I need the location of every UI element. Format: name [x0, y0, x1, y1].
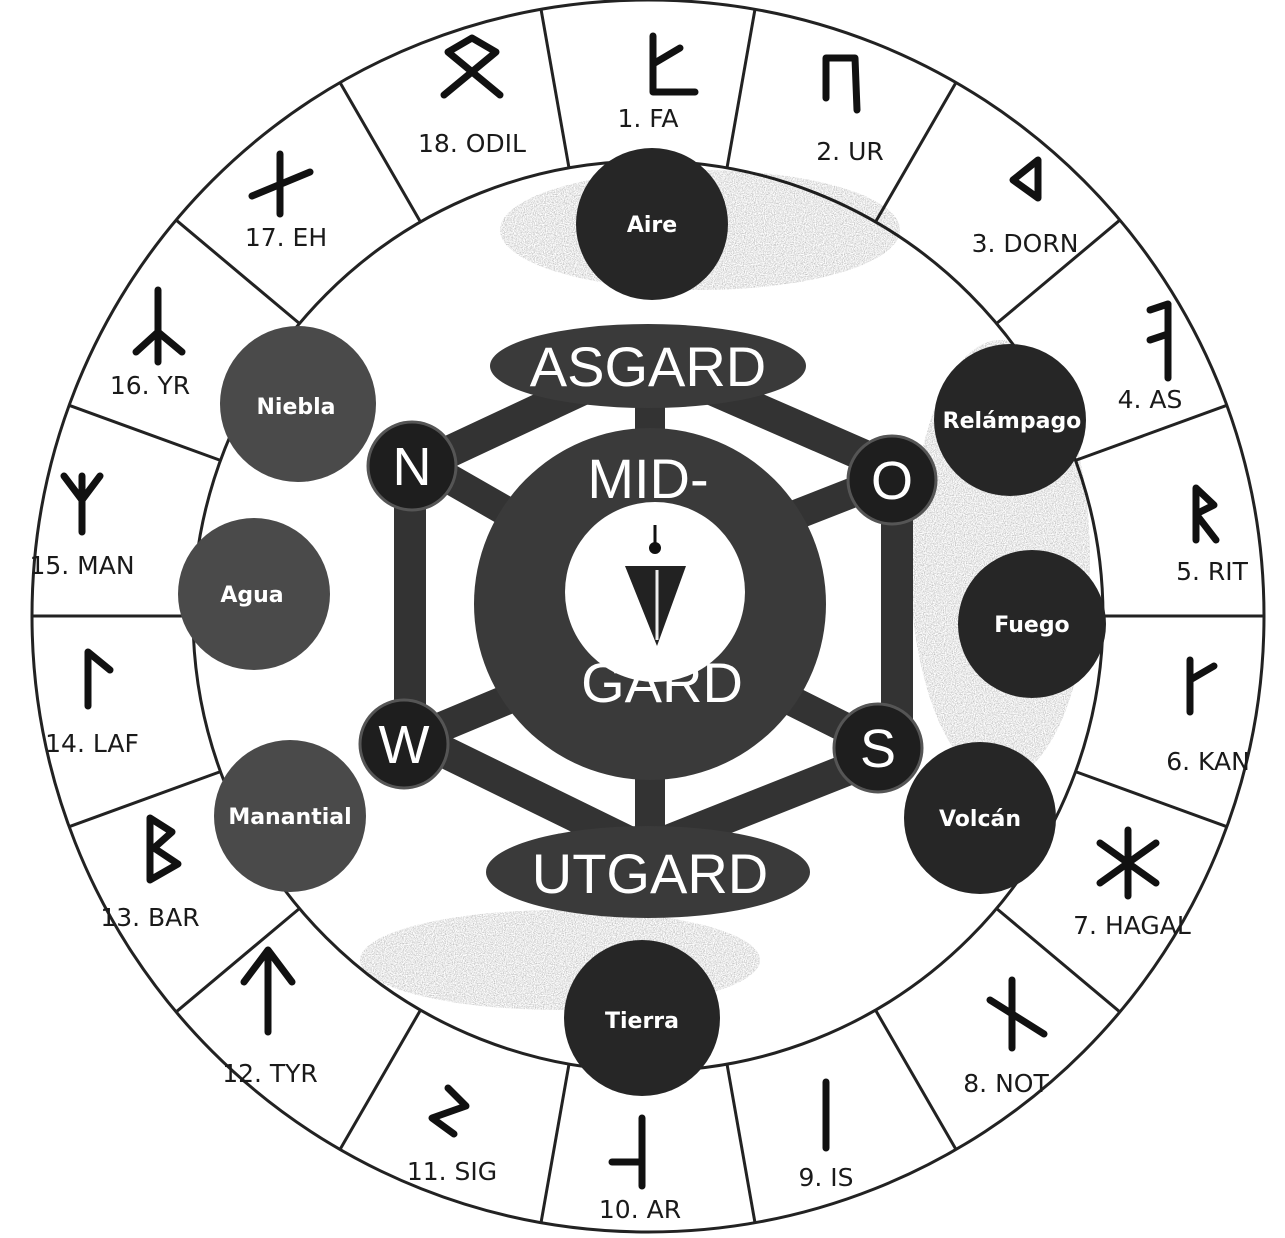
rune-label: 12. TYR [222, 1059, 318, 1088]
element-agua: Agua [178, 518, 330, 670]
element-label: Aire [627, 213, 677, 238]
rune-label: 6. KAN [1166, 747, 1250, 776]
rune-label: 17. EH [245, 223, 327, 252]
direction-label: O [871, 451, 913, 511]
element-label: Fuego [994, 613, 1069, 638]
element-label: Agua [220, 583, 283, 608]
midgard: MID- GARD [474, 428, 826, 780]
midgard-label-top: MID- [587, 447, 708, 510]
element-label: Volcán [939, 807, 1021, 832]
element-label: Relámpago [943, 409, 1082, 434]
element-aire: Aire [576, 148, 728, 300]
element-manantial: Manantial [214, 740, 366, 892]
direction-label: W [379, 715, 430, 775]
direction-label: S [860, 719, 896, 779]
rune-label: 18. ODIL [418, 129, 526, 158]
direction-west: W [360, 700, 448, 788]
asgard-label: ASGARD [530, 335, 767, 398]
element-volcan: Volcán [904, 742, 1056, 894]
element-niebla: Niebla [220, 326, 376, 482]
rune-label: 4. AS [1118, 385, 1183, 414]
direction-south: S [834, 704, 922, 792]
rune-label: 9. IS [798, 1163, 853, 1192]
direction-label: N [393, 437, 432, 497]
rune-label: 1. FA [618, 104, 679, 133]
rune-label: 2. UR [816, 137, 883, 166]
rune-label: 16. YR [110, 371, 190, 400]
element-fuego: Fuego [958, 550, 1106, 698]
midgard-label-bottom: GARD [581, 651, 743, 714]
rune-label: 11. SIG [407, 1157, 497, 1186]
element-label: Tierra [605, 1009, 679, 1034]
asgard: ASGARD [490, 324, 806, 408]
rune-label: 10. AR [599, 1195, 681, 1224]
rune-label: 5. RIT [1176, 557, 1249, 586]
element-relampago: Relámpago [934, 344, 1086, 496]
element-label: Manantial [228, 805, 351, 830]
direction-north: N [368, 422, 456, 510]
utgard: UTGARD [486, 826, 810, 918]
direction-east: O [848, 436, 936, 524]
rune-label: 13. BAR [100, 903, 199, 932]
utgard-label: UTGARD [532, 842, 768, 905]
rune-label: 15. MAN [29, 551, 134, 580]
element-tierra: Tierra [564, 940, 720, 1096]
rune-label: 14. LAF [45, 729, 139, 758]
element-label: Niebla [256, 395, 335, 420]
rune-label: 7. HAGAL [1073, 911, 1191, 940]
rune-label: 8. NOT [963, 1069, 1049, 1098]
rune-label: 3. DORN [972, 229, 1079, 258]
